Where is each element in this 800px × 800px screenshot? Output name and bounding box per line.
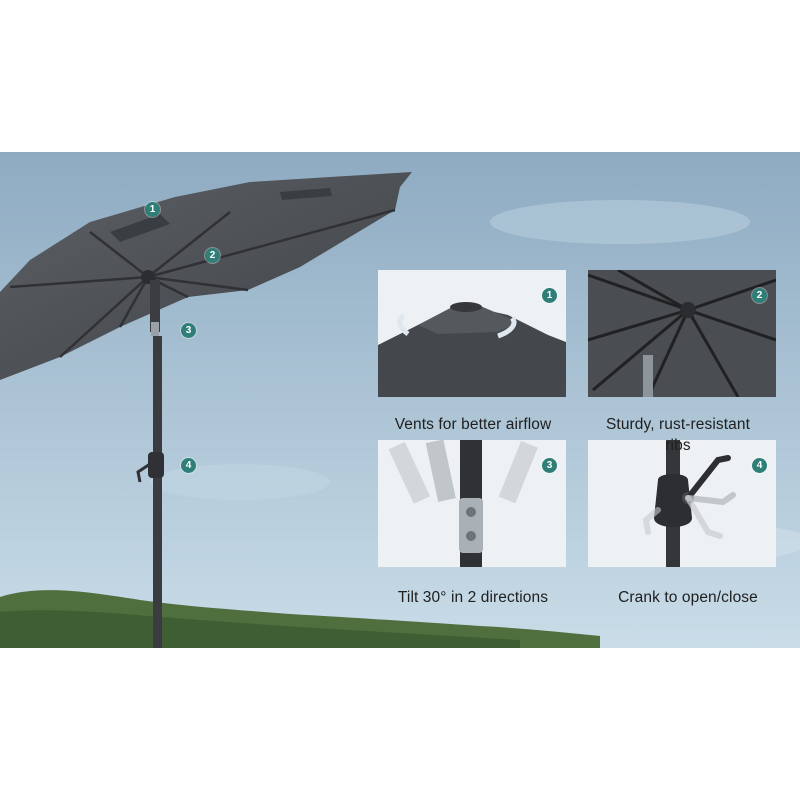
ribs-icon xyxy=(588,270,776,397)
umbrella-photo xyxy=(0,152,800,648)
caption-crank: Crank to open/close xyxy=(618,589,758,606)
marker-4: 4 xyxy=(181,458,196,473)
caption-tilt: Tilt 30° in 2 directions xyxy=(397,589,549,606)
tilt-icon xyxy=(378,440,566,567)
caption-vents: Vents for better airflow xyxy=(394,416,552,433)
marker-2: 2 xyxy=(205,248,220,263)
feature-card-vents: 1 xyxy=(378,270,566,397)
feature-1-badge: 1 xyxy=(542,288,557,303)
caption-ribs: Sturdy, rust-resistant ribs xyxy=(605,416,751,454)
feature-card-tilt: 3 xyxy=(378,440,566,567)
umbrella-scene: 1 2 3 4 xyxy=(0,152,800,648)
marker-3: 3 xyxy=(181,323,196,338)
umbrella-pole xyxy=(136,280,164,648)
feature-3-badge: 3 xyxy=(542,458,557,473)
feature-card-crank: 4 xyxy=(588,440,776,567)
crank-icon xyxy=(588,440,776,567)
feature-4-badge: 4 xyxy=(752,458,767,473)
umbrella-canopy xyxy=(0,172,412,380)
feature-2-badge: 2 xyxy=(752,288,767,303)
feature-card-ribs: 2 xyxy=(588,270,776,397)
marker-1: 1 xyxy=(145,202,160,217)
vent-icon xyxy=(378,270,566,397)
